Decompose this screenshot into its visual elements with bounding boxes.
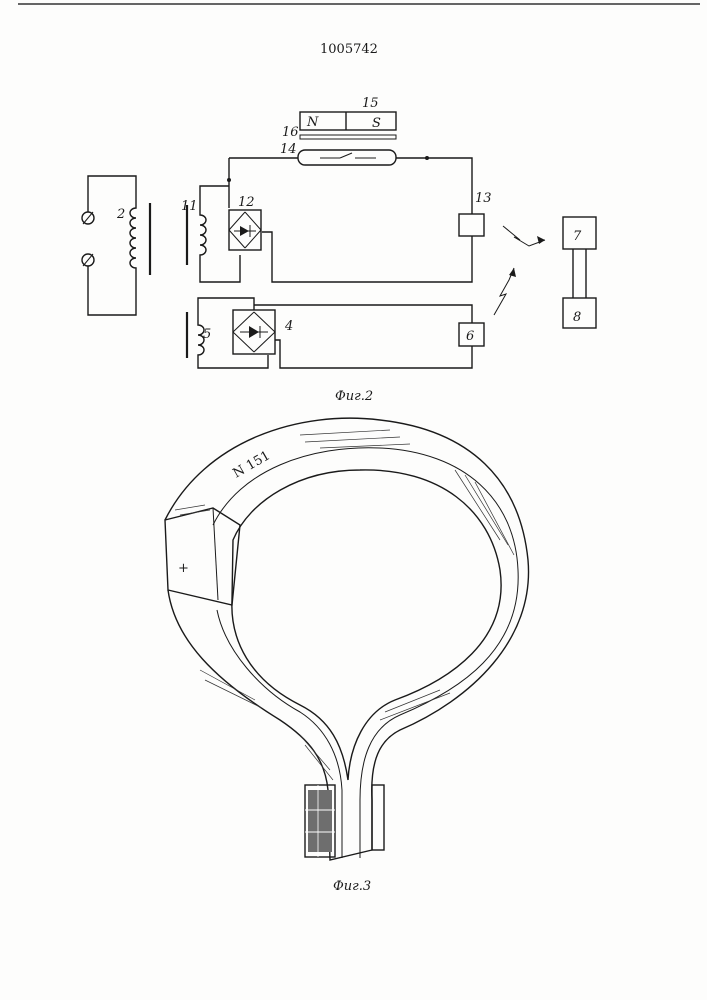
- label-12: 12: [238, 195, 255, 210]
- collar-shading: [200, 430, 514, 780]
- figure-3: + N 151 Фиг.3: [165, 418, 529, 894]
- figure-2-caption: Фиг.2: [335, 389, 373, 404]
- magnet: N S 15: [300, 96, 396, 131]
- label-13: 13: [475, 191, 492, 206]
- transmitter-13: [459, 214, 484, 236]
- figure-3-caption: Фиг.3: [333, 879, 371, 894]
- document-number: 1005742: [320, 42, 378, 57]
- magnet-north-label: N: [306, 115, 319, 130]
- radio-link-upper: [503, 226, 545, 246]
- reed-switch: 14: [280, 142, 396, 165]
- collar-inner-edge: [232, 470, 501, 780]
- label-16: 16: [282, 125, 299, 140]
- upper-circuit-wires: [229, 158, 472, 282]
- label-8: 8: [573, 310, 581, 325]
- rectifier-bridge-12: 12: [229, 195, 261, 250]
- lower-circuit-wires: [254, 305, 472, 368]
- label-5: 5: [203, 327, 211, 342]
- label-14: 14: [280, 142, 297, 157]
- rectifier-bridge-4: 4: [232, 298, 293, 354]
- label-2: 2: [116, 207, 125, 222]
- label-7: 7: [573, 229, 582, 244]
- collar-outer-edge: [165, 418, 529, 860]
- label-11: 11: [181, 199, 198, 214]
- receiver-block: 7 8: [563, 217, 596, 328]
- magnet-south-label: S: [372, 116, 381, 131]
- label-6: 6: [466, 329, 474, 344]
- clasp-mark: +: [178, 561, 189, 576]
- label-4: 4: [284, 319, 293, 334]
- collar-clasp: +: [165, 505, 240, 605]
- coil-11: 11: [181, 186, 240, 282]
- transformer-2: 2: [82, 176, 150, 315]
- label-15: 15: [362, 96, 379, 111]
- collar-tag-number: N 151: [231, 448, 273, 481]
- collar-end-block: [305, 785, 384, 857]
- figure-2: N S 15 16 14 13 11: [82, 96, 596, 404]
